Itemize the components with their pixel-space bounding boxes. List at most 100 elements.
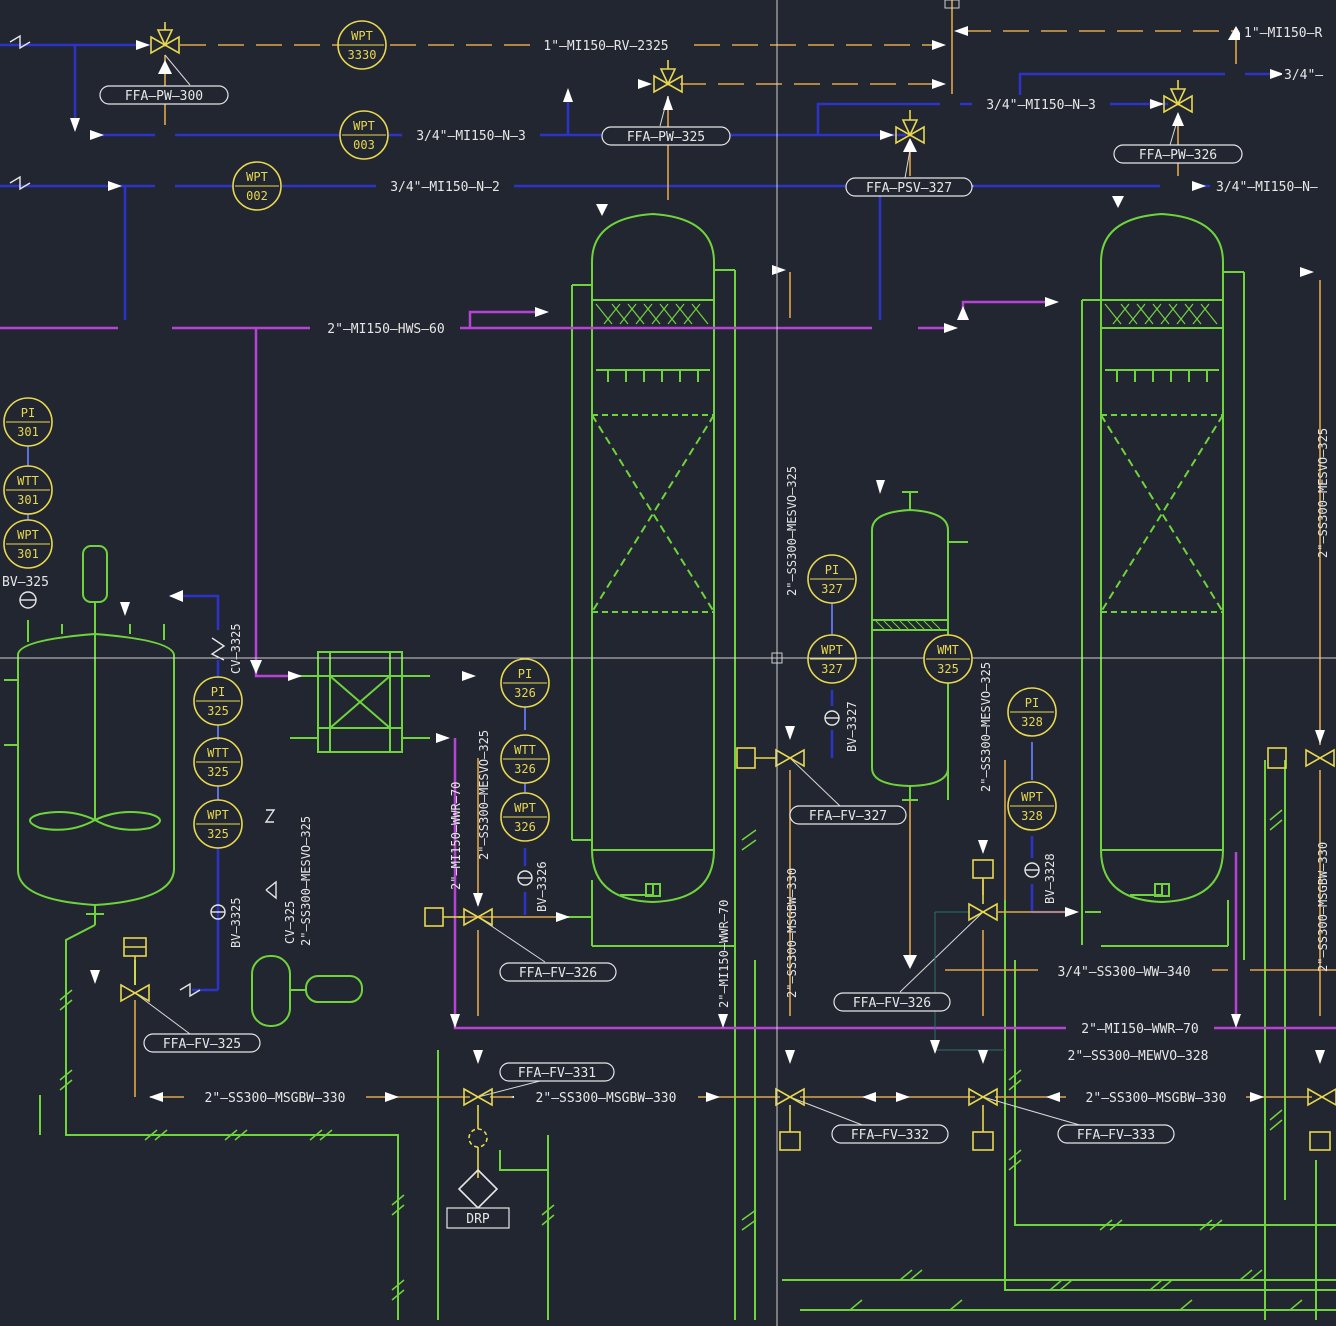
pipe-hatch-marks (59, 809, 1303, 1311)
svg-text:003: 003 (353, 138, 375, 152)
valve-fv332 (775, 1087, 805, 1151)
reactor-vessel (4, 545, 175, 925)
vlabel-mesvo325-f: 2"–SS300–MESVO–325 (1316, 428, 1330, 558)
svg-text:FFA–FV–333: FFA–FV–333 (1077, 1128, 1155, 1143)
tag-fv327: FFA–FV–327 (789, 805, 907, 825)
vlabel-wwr70-b: 2"–MI150–WWR–70 (717, 900, 731, 1008)
valve-fv331 (457, 1087, 499, 1210)
svg-text:326: 326 (514, 686, 536, 700)
svg-text:325: 325 (207, 765, 229, 779)
svg-text:FFA–FV–325: FFA–FV–325 (163, 1037, 241, 1052)
vlabel-mesvo325-b: 2"–SS300–MESVO–325 (477, 730, 491, 860)
svg-text:WTT: WTT (207, 746, 229, 760)
tag-pw325: FFA–PW–325 (601, 126, 731, 146)
leader-lines (134, 54, 1179, 1129)
tag-fv326b: FFA–FV–326 (833, 992, 951, 1012)
pipe-label-rv2325: 1"–MI150–RV–2325 (543, 39, 668, 54)
pump (251, 955, 363, 1027)
flow-arrows (70, 26, 1325, 1102)
svg-text:FFA–FV–326: FFA–FV–326 (853, 996, 931, 1011)
pipe-label-hws60: 2"–MI150–HWS–60 (327, 322, 444, 337)
heat-exchanger (290, 651, 430, 753)
instrument-wmt325: WMT 325 (923, 634, 973, 684)
label-bg (184, 23, 1336, 1106)
scrubber-column-1 (571, 212, 736, 960)
vlabel-bv3328: BV–3328 (1043, 853, 1057, 904)
pipe-label-n-right: 3/4"–MI150–N– (1216, 180, 1318, 195)
valve-pw300 (150, 22, 180, 55)
vlabel-bv3325: BV–3325 (229, 897, 243, 948)
pipe-label-msgbw-a: 2"–SS300–MSGBW–330 (205, 1091, 346, 1106)
svg-text:328: 328 (1021, 809, 1043, 823)
tag-psv327: FFA–PSV–327 (845, 177, 973, 197)
pipe-label-wwr70: 2"–MI150–WWR–70 (1081, 1022, 1198, 1037)
pipe-label-rv-tr: 1"–MI150–R (1244, 26, 1322, 41)
tag-fv326a: FFA–FV–326 (499, 962, 617, 982)
svg-text:WPT: WPT (821, 643, 843, 657)
valve-fv333 (968, 1087, 998, 1151)
vlabel-bv3326: BV–3326 (535, 861, 549, 912)
valve-pw325 (653, 60, 683, 94)
vlabel-wwr70-a: 2"–MI150–WWR–70 (449, 782, 463, 890)
instrument-pi301: PI 301 (3, 397, 53, 447)
valve-fv326b (968, 859, 998, 922)
vlabel-msgbw330: 2"–SS300–MSGBW–330 (785, 868, 799, 998)
line-valves (9, 34, 1040, 998)
svg-text:FFA–PW–300: FFA–PW–300 (125, 89, 203, 104)
water-lines (0, 43, 1280, 992)
svg-text:325: 325 (207, 704, 229, 718)
vlabel-msgbw330-r: 2"–SS300–MSGBW–330 (1316, 842, 1330, 972)
svg-text:FFA–FV–327: FFA–FV–327 (809, 809, 887, 824)
vertical-pipe-labels: 2"–SS300–MESVO–325 2"–MI150–WWR–70 2"–SS… (229, 428, 1330, 1008)
svg-text:327: 327 (821, 662, 843, 676)
instrument-wtt301: WTT 301 (3, 465, 53, 515)
svg-text:WPT: WPT (246, 170, 268, 184)
equipment-layer (4, 212, 1336, 1320)
pipe-label-msgbw-b: 2"–SS300–MSGBW–330 (536, 1091, 677, 1106)
pipe-label-ww340: 3/4"–SS300–WW–340 (1057, 965, 1190, 980)
svg-text:WMT: WMT (937, 643, 959, 657)
svg-text:301: 301 (17, 425, 39, 439)
tag-pw326: FFA–PW–326 (1113, 144, 1243, 164)
svg-text:WPT: WPT (207, 808, 229, 822)
vlabel-mesvo325-c: 2"–SS300–MESVO–325 (299, 816, 313, 946)
scrubber-column-2 (1081, 212, 1245, 947)
svg-text:FFA–PSV–327: FFA–PSV–327 (866, 181, 952, 196)
svg-text:PI: PI (211, 685, 225, 699)
svg-text:327: 327 (821, 582, 843, 596)
pipe-label-msgbw-c: 2"–SS300–MSGBW–330 (1086, 1091, 1227, 1106)
svg-text:WTT: WTT (17, 474, 39, 488)
drp-box: DRP (446, 1207, 510, 1229)
pipe-label-n3-left: 3/4"–MI150–N–3 (416, 129, 526, 144)
svg-text:325: 325 (937, 662, 959, 676)
svg-text:WPT: WPT (351, 29, 373, 43)
svg-text:DRP: DRP (466, 1212, 490, 1227)
svg-text:FFA–FV–326: FFA–FV–326 (519, 966, 597, 981)
valve-fv326 (424, 907, 493, 927)
valve-right-edge (1267, 747, 1335, 769)
valve-psv327 (895, 110, 925, 145)
instrument-pi325: PI 325 (193, 676, 243, 726)
svg-text:328: 328 (1021, 715, 1043, 729)
vlabel-cv325: CV–325 (283, 901, 297, 944)
tag-fv325: FFA–FV–325 (143, 1033, 261, 1053)
vlabel-mesvo325-d: 2"–SS300–MESVO–325 (785, 870, 799, 1000)
svg-text:301: 301 (17, 547, 39, 561)
svg-text:301: 301 (17, 493, 39, 507)
svg-text:PI: PI (21, 406, 35, 420)
valve-fv327 (736, 747, 805, 769)
valve-right-bottom (1307, 1087, 1336, 1151)
svg-text:FFA–PW–325: FFA–PW–325 (627, 130, 705, 145)
tag-fv332: FFA–FV–332 (831, 1124, 949, 1144)
hot-water-lines (0, 300, 1336, 1030)
